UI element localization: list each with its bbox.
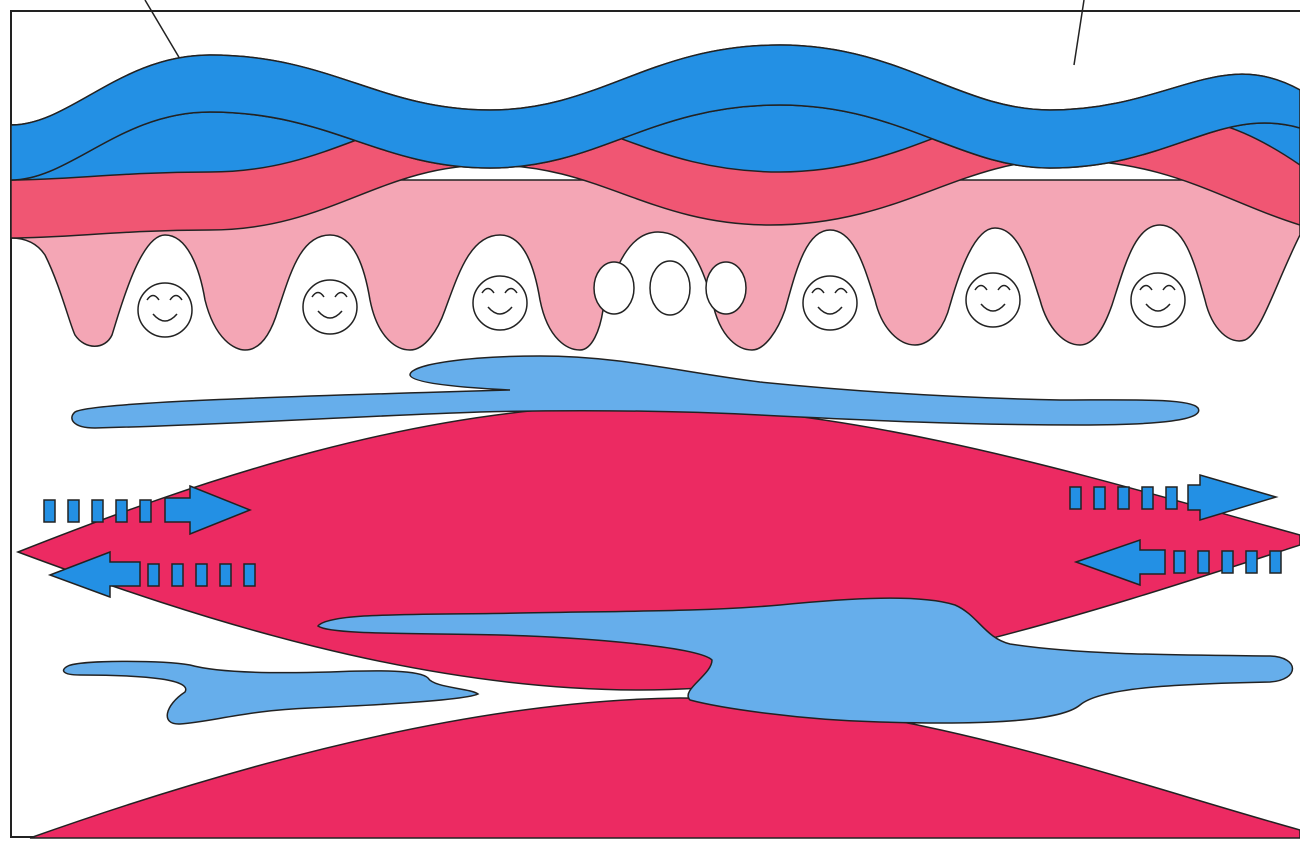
face-5 <box>966 273 1020 327</box>
face-6 <box>1131 273 1185 327</box>
face-2 <box>303 280 357 334</box>
face-neutral <box>594 261 746 315</box>
face-4 <box>803 276 857 330</box>
face-3 <box>473 276 527 330</box>
face-1 <box>138 283 192 337</box>
